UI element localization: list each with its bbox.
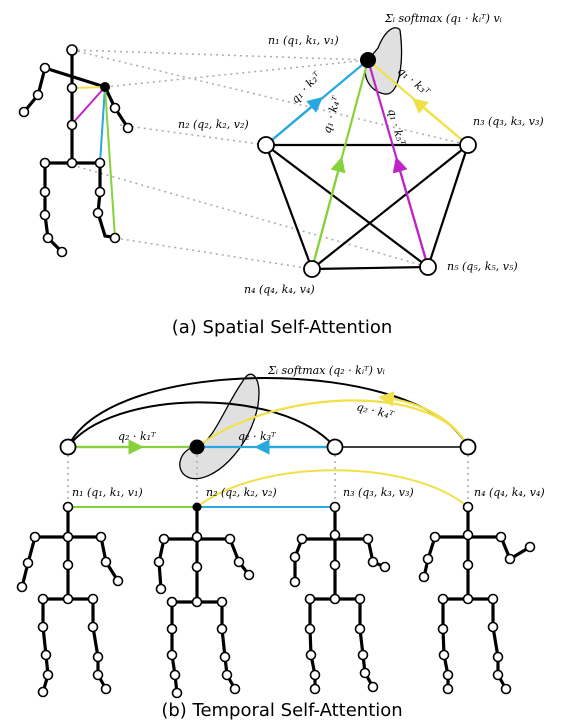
spatial-label-n2: n₂ (q₂, k₂, v₂)	[178, 118, 249, 131]
spatial-label-n3: n₃ (q₃, k₃, v₃)	[473, 115, 544, 128]
skeleton-frame-2	[153, 502, 255, 699]
temporal-panel: Σᵢ softmax (q₂ · kᵢᵀ) vᵢ n₁ (q₁, k₁, v₁)…	[16, 364, 545, 721]
skeleton-frame-1	[16, 501, 124, 698]
temporal-correspondence-lines	[67, 455, 469, 503]
skeleton-frame-3	[289, 501, 391, 695]
spatial-attention-edges	[265, 59, 469, 270]
spatial-node-n5	[419, 258, 437, 276]
spatial-softmax-label: Σᵢ softmax (q₁ · kᵢᵀ) vᵢ	[384, 12, 502, 25]
spatial-caption: (a) Spatial Self-Attention	[172, 317, 393, 338]
temporal-caption: (b) Temporal Self-Attention	[161, 700, 402, 721]
spatial-label-n1: n₁ (q₁, k₁, v₁)	[268, 34, 339, 47]
spatial-graph-edges	[264, 143, 470, 271]
spatial-label-n5: n₅ (q₅, k₅, v₅)	[447, 260, 518, 273]
temporal-softmax-label: Σᵢ softmax (q₂ · kᵢᵀ) vᵢ	[267, 364, 385, 377]
spatial-node-n2	[257, 136, 275, 154]
spatial-edge-label-k4: q₁ · k₄ᵀ	[320, 94, 343, 135]
temporal-label-n4: n₄ (q₄, k₄, v₄)	[474, 486, 545, 499]
spatial-node-n4	[303, 260, 321, 278]
spatial-edge-label-k3: q₁ · k₃ᵀ	[395, 64, 433, 99]
skeleton-query-joint	[100, 82, 110, 92]
temporal-edge-label-k1: q₂ · k₁ᵀ	[118, 430, 157, 443]
temporal-node-n4	[459, 438, 477, 456]
spatial-label-n4: n₄ (q₄, k₄, v₄)	[244, 283, 315, 296]
spatial-panel: Σᵢ softmax (q₁ · kᵢᵀ) vᵢ n₁ (q₁, k₁, v₁)…	[18, 12, 544, 338]
temporal-label-n3: n₃ (q₃, k₃, v₃)	[343, 486, 414, 499]
temporal-softmax-shading	[179, 373, 260, 480]
temporal-edge-label-k3: q₂ · k₃ᵀ	[238, 430, 277, 443]
temporal-skeleton-links	[68, 469, 469, 508]
temporal-node-n1	[59, 438, 77, 456]
spatial-node-n1	[360, 52, 376, 68]
temporal-label-n2: n₂ (q₂, k₂, v₂)	[206, 486, 277, 499]
spatial-correspondence-lines	[71, 49, 469, 270]
temporal-node-n3	[326, 438, 344, 456]
spatial-node-n3	[459, 136, 477, 154]
skeleton-spatial	[18, 44, 134, 258]
temporal-attention-edges	[68, 391, 470, 455]
temporal-label-n1: n₁ (q₁, k₁, v₁)	[72, 486, 143, 499]
softmax-shading	[364, 27, 403, 95]
temporal-node-n2	[189, 439, 205, 455]
skeleton-frame-4	[418, 501, 536, 695]
